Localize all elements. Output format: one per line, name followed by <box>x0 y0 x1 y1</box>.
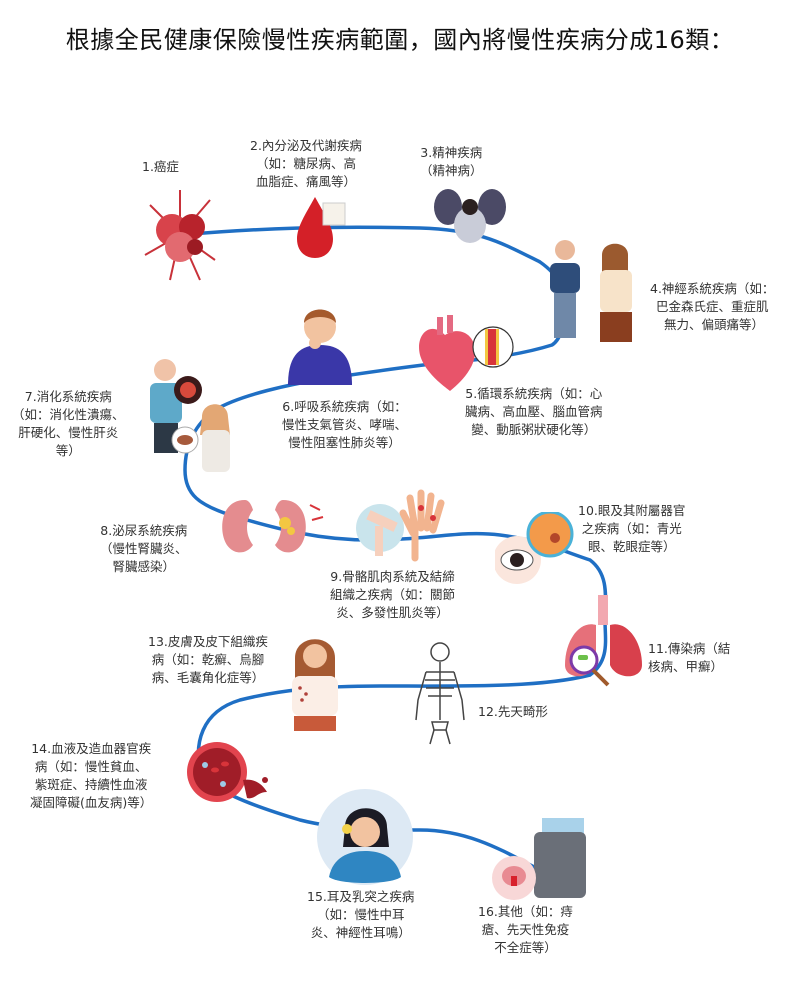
category-4-label: 4.神經系統疾病（如： 巴金森氏症、重症肌 無力、偏頭痛等） <box>650 281 775 332</box>
eye-icon <box>495 512 574 584</box>
category-9-label: 9.骨骼肌肉系統及結締 組織之疾病（如：關節 炎、多發性肌炎等） <box>330 569 456 620</box>
category-10-label: 10.眼及其附屬器官 之疾病（如：青光 眼、乾眼症等） <box>578 503 686 554</box>
cancer-cell-icon <box>144 190 216 281</box>
page-title: 根據全民健康保險慢性疾病範圍，國內將慢性疾病分成16類： <box>65 26 735 54</box>
category-3-label: 3.精神疾病 （精神病） <box>420 145 483 178</box>
heart-artery-icon <box>419 315 514 391</box>
lungs-bacteria-icon <box>565 595 642 687</box>
category-12-label: 12.先天畸形 <box>478 704 548 719</box>
blood-vessel-icon <box>187 742 268 802</box>
category-7-label: 7.消化系統疾病 （如：消化性潰瘍、 肝硬化、慢性肝炎 等） <box>12 389 125 458</box>
category-5-label: 5.循環系統疾病（如：心 臟病、高血壓、腦血管病 變、動脈粥狀硬化等） <box>465 386 603 437</box>
kidney-icon <box>222 500 324 553</box>
hemorrhoid-icon <box>492 818 586 900</box>
category-15-label: 15.耳及乳突之疾病 （如：慢性中耳 炎、神經性耳鳴） <box>307 889 415 940</box>
category-8-label: 8.泌尿系統疾病 （慢性腎臟炎、 腎臟感染） <box>100 523 188 574</box>
digestive-pain-icon <box>150 359 230 472</box>
joint-hand-icon <box>356 489 445 562</box>
blood-drop-sugar-icon <box>297 197 346 258</box>
category-11-label: 11.傳染病（結 核病、甲癬） <box>648 641 731 674</box>
category-1-label: 1.癌症 <box>142 159 179 174</box>
skin-rash-icon <box>292 639 338 731</box>
neurology-patients-icon <box>550 240 632 342</box>
skeleton-icon <box>415 642 465 745</box>
ear-pain-icon <box>317 789 413 885</box>
category-16-label: 16.其他（如：痔 瘡、先天性免疫 不全症等） <box>478 904 573 955</box>
category-14-label: 14.血液及造血器官疾 病（如：慢性貧血、 紫斑症、持續性血液 凝固障礙(血友病… <box>30 741 153 810</box>
coughing-person-icon <box>288 309 352 385</box>
category-2-label: 2.內分泌及代謝疾病 （如：糖尿病、高 血脂症、痛風等） <box>250 138 362 189</box>
mental-distress-icon <box>434 189 506 243</box>
category-6-label: 6.呼吸系統疾病（如： 慢性支氣管炎、哮喘、 慢性阻塞性肺炎等） <box>282 399 408 450</box>
category-13-label: 13.皮膚及皮下組織疾 病（如：乾癬、烏腳 病、毛囊角化症等） <box>148 634 268 685</box>
